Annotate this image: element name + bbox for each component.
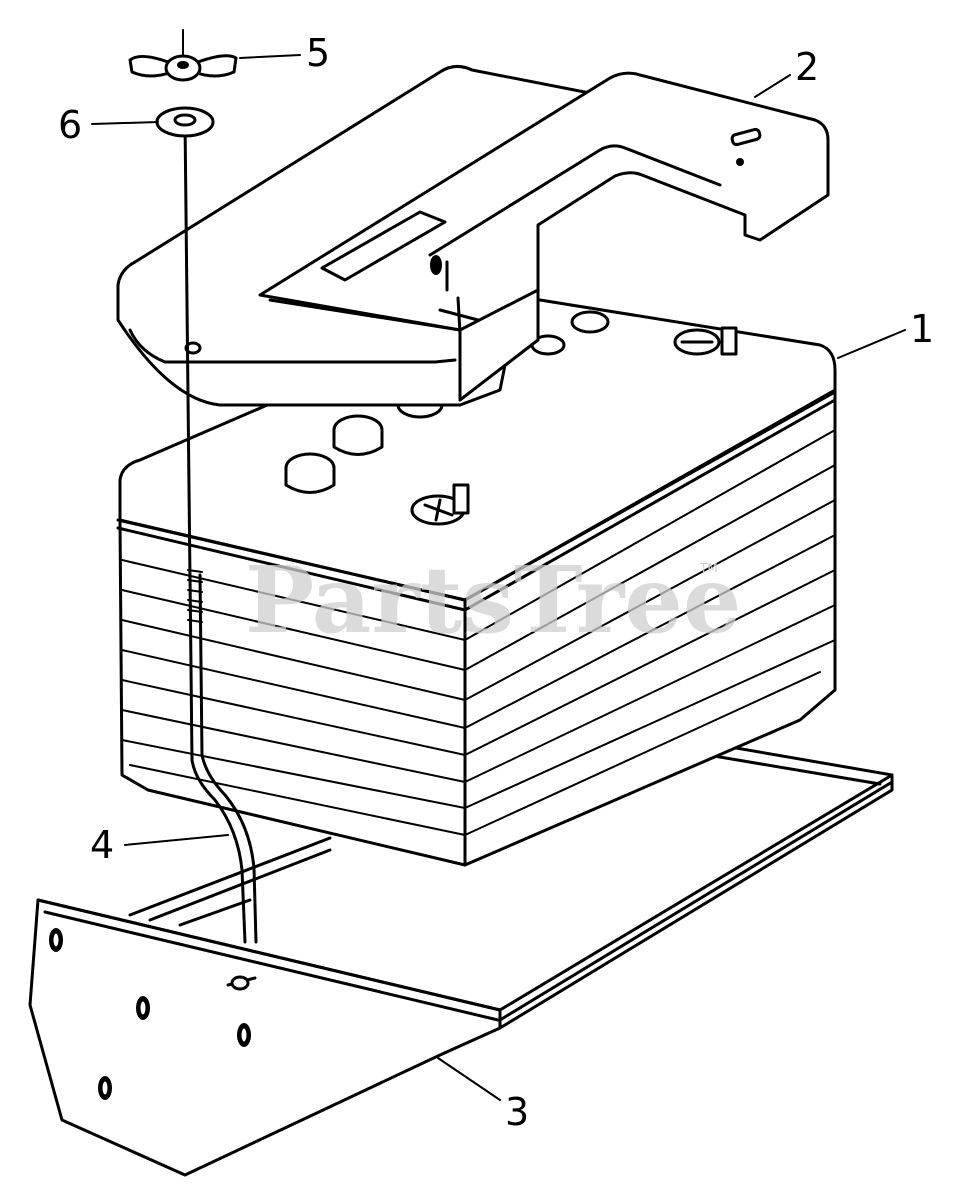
battery-tray <box>28 734 894 1177</box>
watermark-trademark: TM <box>699 561 718 575</box>
callout-5: 5 <box>306 31 330 75</box>
battery <box>116 296 837 867</box>
watermark-text: PartsTree <box>245 546 741 654</box>
j-bolt <box>183 118 258 944</box>
callout-6: 6 <box>58 103 82 147</box>
callout-3: 3 <box>505 1090 529 1134</box>
callout-1: 1 <box>910 307 934 351</box>
negative-terminal-icon <box>673 326 738 356</box>
callout-2: 2 <box>795 45 819 89</box>
leader-lines <box>91 54 906 1101</box>
washer-icon <box>155 106 215 138</box>
wing-nut-icon <box>128 29 238 82</box>
hold-down-bracket <box>116 65 830 407</box>
callout-4: 4 <box>90 823 114 867</box>
positive-terminal-icon <box>410 483 470 526</box>
